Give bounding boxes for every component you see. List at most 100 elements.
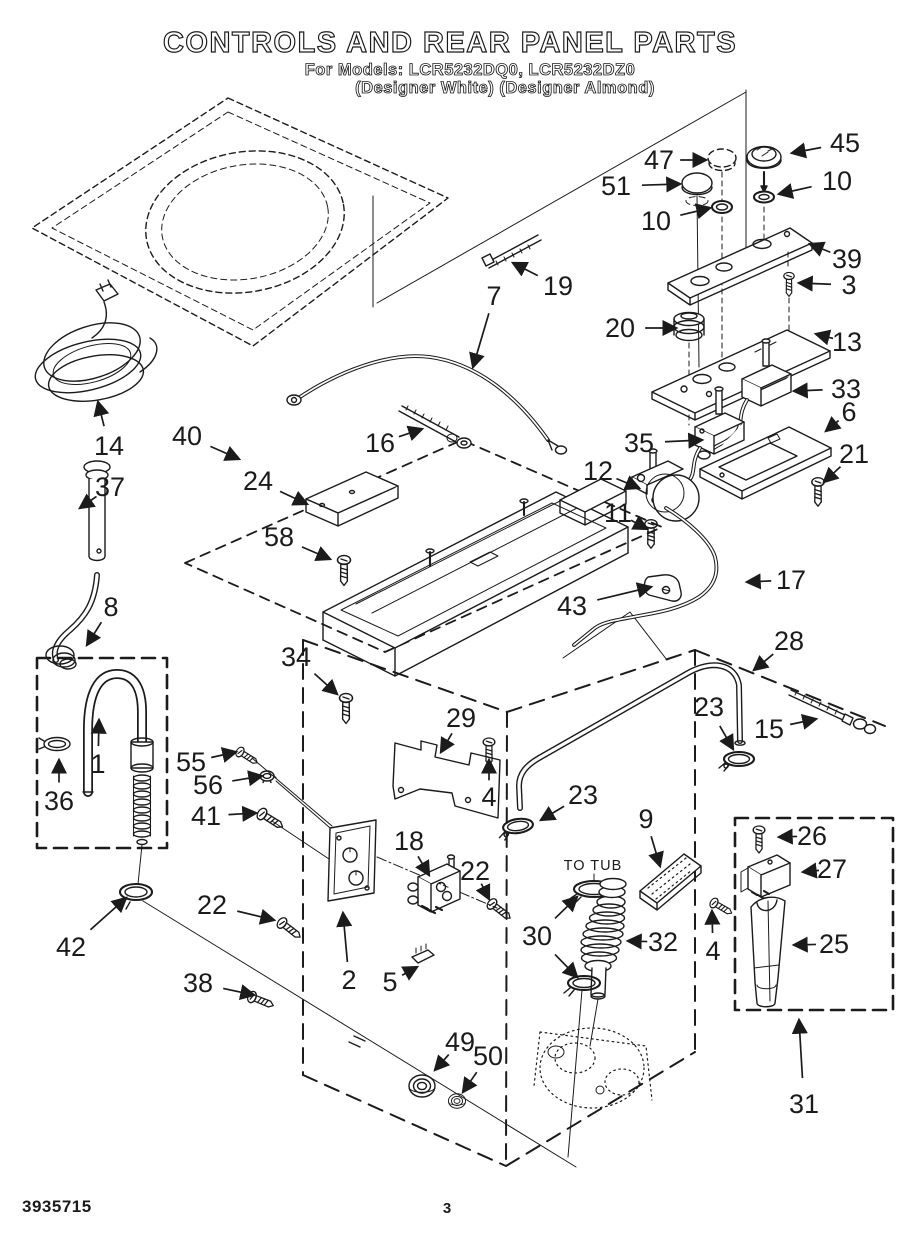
callout-4: 4 — [704, 908, 721, 966]
screw-34 — [338, 692, 354, 725]
callout-4: 4 — [480, 757, 498, 812]
bellows-32 — [580, 877, 627, 1000]
callout-56: 56 — [193, 770, 265, 800]
callout-33: 33 — [791, 374, 861, 404]
callout-43: 43 — [557, 582, 654, 621]
svg-text:20: 20 — [605, 313, 635, 343]
svg-text:4: 4 — [481, 782, 496, 812]
svg-text:41: 41 — [191, 801, 221, 831]
svg-text:55: 55 — [176, 747, 206, 777]
knob-45 — [746, 145, 782, 193]
svg-text:47: 47 — [644, 145, 674, 175]
console-bracket — [305, 471, 399, 527]
callout-8: 8 — [85, 592, 119, 648]
svg-text:1: 1 — [90, 749, 105, 779]
svg-text:9: 9 — [638, 804, 653, 834]
callout-47: 47 — [644, 145, 709, 175]
console-tray — [322, 478, 629, 677]
callout-3: 3 — [796, 270, 857, 300]
callout-34: 34 — [281, 642, 339, 696]
callout-15: 15 — [754, 713, 819, 744]
callout-7: 7 — [469, 281, 502, 370]
callout-13: 13 — [813, 327, 862, 357]
timer-12 — [631, 448, 700, 522]
svg-text:42: 42 — [56, 932, 86, 962]
svg-text:34: 34 — [281, 642, 311, 672]
svg-text:16: 16 — [365, 428, 395, 458]
to-tub-label: TO TUB — [564, 858, 623, 874]
svg-text:6: 6 — [841, 397, 856, 427]
svg-text:33: 33 — [831, 374, 861, 404]
callout-31: 31 — [789, 1017, 819, 1119]
svg-text:11: 11 — [604, 498, 632, 528]
callout-41: 41 — [191, 801, 259, 831]
washer-top-panel-phantom — [31, 97, 449, 347]
svg-text:35: 35 — [624, 428, 654, 458]
screw-38 — [245, 989, 277, 1012]
svg-text:8: 8 — [103, 592, 118, 622]
power-cord — [34, 279, 158, 402]
callout-18: 18 — [394, 826, 431, 878]
svg-text:19: 19 — [543, 271, 573, 301]
grommet-49 — [408, 1074, 436, 1098]
screw-26 — [752, 825, 766, 854]
rear-trim-panel-39 — [667, 227, 813, 306]
svg-text:43: 43 — [557, 591, 587, 621]
cabinet-phantom — [302, 639, 886, 1167]
callout-49: 49 — [433, 1027, 475, 1072]
svg-text:28: 28 — [774, 626, 804, 656]
callout-10: 10 — [641, 203, 713, 236]
callout-1: 1 — [90, 717, 107, 779]
screw-21 — [811, 477, 825, 507]
bracket-6 — [699, 426, 832, 500]
svg-text:27: 27 — [817, 854, 847, 884]
cover-25 — [750, 896, 786, 1008]
callout-50: 50 — [461, 1041, 503, 1094]
svg-text:10: 10 — [641, 206, 671, 236]
callout-30: 30 — [522, 895, 579, 979]
svg-text:22: 22 — [460, 856, 490, 886]
lid-switch-27 — [740, 854, 791, 900]
callout-14: 14 — [93, 399, 124, 461]
callout-37: 37 — [78, 472, 125, 510]
insulator-pad-9 — [639, 853, 702, 911]
svg-text:49: 49 — [445, 1027, 475, 1057]
cabinet-top-edge — [562, 611, 668, 661]
cable-tie-15 — [788, 689, 877, 735]
drain-hose — [82, 669, 154, 846]
callout-21: 21 — [822, 439, 869, 484]
drain-hose-kit-box — [35, 656, 169, 850]
switch-kit-box — [733, 816, 895, 1012]
svg-text:12: 12 — [583, 456, 613, 486]
svg-text:5: 5 — [382, 967, 397, 997]
callout-24: 24 — [243, 466, 310, 506]
svg-text:21: 21 — [839, 439, 869, 469]
callout-45: 45 — [789, 128, 860, 159]
spacer-20 — [673, 311, 705, 426]
svg-text:4: 4 — [705, 936, 720, 966]
jumper-wire-7 — [286, 354, 568, 455]
callout-23: 23 — [538, 780, 598, 822]
wire-harness-17 — [572, 506, 719, 647]
callout-58: 58 — [264, 522, 333, 561]
svg-text:45: 45 — [830, 128, 860, 158]
callout-17: 17 — [744, 565, 806, 595]
svg-text:29: 29 — [446, 703, 476, 733]
screw-55 — [233, 745, 333, 827]
models-line: For Models: LCR5232DQ0, LCR5232DZ0 — [305, 61, 636, 79]
svg-text:36: 36 — [44, 786, 74, 816]
callout-29: 29 — [439, 703, 476, 755]
clip-5 — [411, 943, 435, 964]
washer-10-mid — [710, 199, 734, 215]
svg-text:39: 39 — [832, 244, 862, 274]
callout-16: 16 — [365, 425, 425, 458]
svg-text:23: 23 — [694, 692, 724, 722]
callout-55: 55 — [176, 747, 239, 777]
svg-text:3: 3 — [841, 270, 856, 300]
callout-2: 2 — [336, 910, 357, 995]
svg-text:24: 24 — [243, 466, 273, 496]
grommet-50 — [447, 1093, 467, 1109]
callout-40: 40 — [172, 421, 242, 461]
